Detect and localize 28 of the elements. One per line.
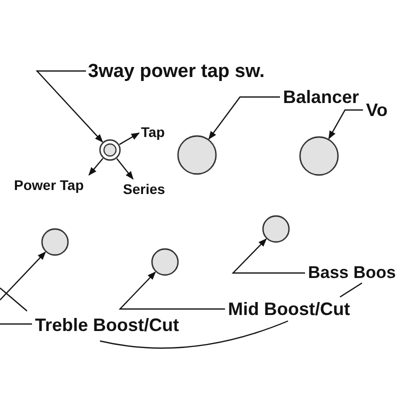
control-label: 3way power tap sw.: [88, 62, 265, 81]
control-label: Vo: [366, 101, 388, 119]
arrow: [116, 158, 134, 180]
knob: [40, 227, 70, 257]
control-label: Balancer: [283, 88, 360, 106]
leader-line: [0, 288, 28, 312]
knob: [261, 214, 291, 244]
arrow: [0, 252, 46, 300]
leader-line: [100, 320, 288, 349]
control-label: Tap: [141, 125, 165, 139]
toggle-switch: [98, 138, 122, 162]
control-label: Power Tap: [14, 178, 84, 192]
arrow: [328, 109, 363, 140]
control-label: Series: [123, 182, 166, 196]
arrow: [88, 158, 104, 176]
knob: [150, 247, 180, 277]
control-label: Mid Boost/Cut: [228, 300, 350, 318]
arrow: [232, 238, 305, 274]
arrow: [36, 70, 104, 143]
leader-line: [0, 323, 32, 325]
arrow: [208, 96, 280, 140]
knob: [298, 135, 340, 177]
knob: [176, 134, 218, 176]
control-label: Treble Boost/Cut: [35, 316, 180, 334]
control-label: Bass Boos: [308, 264, 396, 281]
leader-line: [340, 282, 362, 298]
arrow: [118, 272, 225, 310]
arrow: [119, 132, 140, 145]
